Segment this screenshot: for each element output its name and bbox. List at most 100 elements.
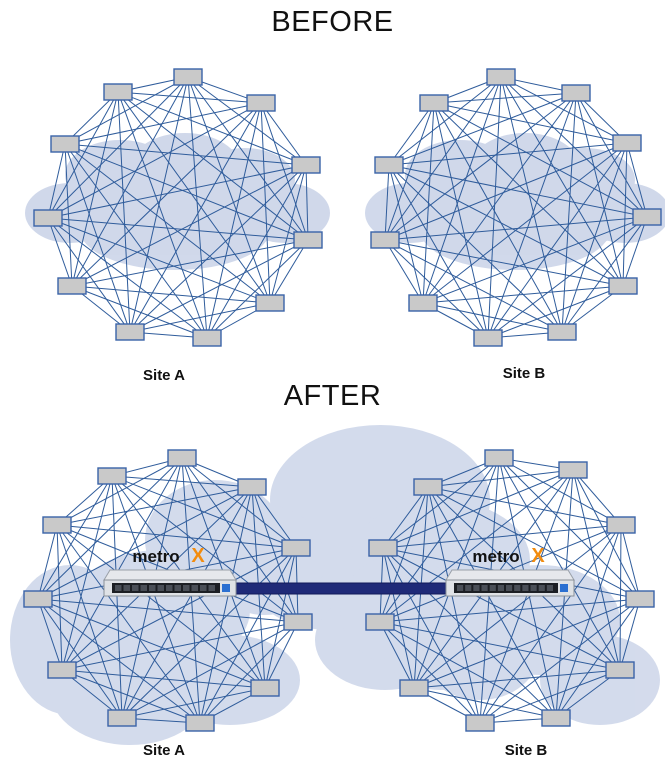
port <box>115 585 122 591</box>
mesh-link <box>251 486 299 623</box>
mesh-link <box>64 143 208 339</box>
port <box>191 585 198 591</box>
network-node <box>47 661 77 679</box>
port <box>208 585 215 591</box>
mesh-link <box>269 164 307 304</box>
mesh-link <box>555 524 622 719</box>
network-node <box>374 156 404 174</box>
network-node <box>167 449 197 467</box>
network-node <box>368 539 398 557</box>
mesh-link <box>199 486 253 724</box>
network-node <box>173 68 203 86</box>
mesh-link <box>111 475 299 623</box>
mesh-link <box>384 239 563 333</box>
network-node <box>541 709 571 727</box>
before-site-a-label: Site A <box>143 367 185 384</box>
network-node <box>291 156 321 174</box>
network-node <box>558 461 588 479</box>
mesh-link <box>422 102 435 304</box>
mesh-link <box>379 621 621 671</box>
mesh-link <box>47 143 66 219</box>
mesh-link <box>111 475 253 488</box>
mesh-link <box>382 547 481 724</box>
mesh-link <box>37 475 113 600</box>
network-node <box>606 516 636 534</box>
after-site-b-label: Site B <box>504 742 548 759</box>
mesh-link <box>619 524 622 671</box>
mesh-link <box>427 486 557 719</box>
port <box>546 585 553 591</box>
mesh-link <box>433 102 563 333</box>
mesh-link <box>117 91 271 304</box>
mesh-link <box>111 475 201 724</box>
mesh-link <box>622 216 648 287</box>
port <box>132 585 139 591</box>
network-node <box>103 83 133 101</box>
network-node <box>612 134 642 152</box>
network-node <box>419 94 449 112</box>
mesh-link <box>61 621 299 671</box>
network-node <box>33 209 63 227</box>
mesh-link <box>433 102 628 144</box>
mesh-link <box>622 142 628 287</box>
mesh-link <box>433 102 648 218</box>
mesh-link <box>498 457 621 671</box>
mesh-link <box>61 457 183 671</box>
port <box>200 585 207 591</box>
mesh-link <box>117 91 309 241</box>
network-node <box>365 613 395 631</box>
network-node <box>632 208 662 226</box>
network-node <box>413 478 443 496</box>
mesh-link <box>479 524 622 724</box>
mesh-link <box>305 164 309 241</box>
mesh-before-site-a <box>33 68 323 347</box>
port <box>183 585 190 591</box>
port <box>514 585 521 591</box>
mesh-link <box>388 164 624 287</box>
network-node <box>465 714 495 732</box>
port <box>166 585 173 591</box>
mesh-link <box>206 164 307 339</box>
mesh-link <box>561 92 577 333</box>
mesh-after-site-a <box>23 449 313 732</box>
brand-logo: metro <box>472 547 519 566</box>
mesh-link <box>433 102 489 339</box>
mesh-link <box>37 457 183 600</box>
network-node <box>57 277 87 295</box>
network-node <box>608 277 638 295</box>
mesh-link <box>487 216 648 339</box>
mesh-link <box>388 142 628 166</box>
mesh-link <box>129 164 307 333</box>
port <box>473 585 480 591</box>
mesh-link <box>269 239 309 304</box>
mesh-link <box>264 547 297 689</box>
mesh-link <box>47 76 189 219</box>
port <box>489 585 496 591</box>
port <box>538 585 545 591</box>
mesh-link <box>56 524 201 724</box>
network-node <box>250 679 280 697</box>
mesh-link <box>61 547 297 671</box>
mesh-link <box>379 621 415 689</box>
port <box>140 585 147 591</box>
mesh-link <box>384 164 390 241</box>
mesh-link <box>56 524 266 689</box>
mesh-link <box>199 621 299 724</box>
mesh-link <box>37 598 123 719</box>
network-node <box>370 231 400 249</box>
mesh-link <box>422 142 628 304</box>
mesh-link <box>427 486 622 526</box>
mesh-link <box>413 524 622 689</box>
port <box>157 585 164 591</box>
mesh-link <box>619 598 641 671</box>
port <box>149 585 156 591</box>
after-title: AFTER <box>283 380 382 412</box>
mesh-link <box>129 239 309 333</box>
mesh-link <box>56 486 253 526</box>
mesh-link <box>382 469 574 549</box>
mesh-link <box>64 76 189 145</box>
port <box>174 585 181 591</box>
